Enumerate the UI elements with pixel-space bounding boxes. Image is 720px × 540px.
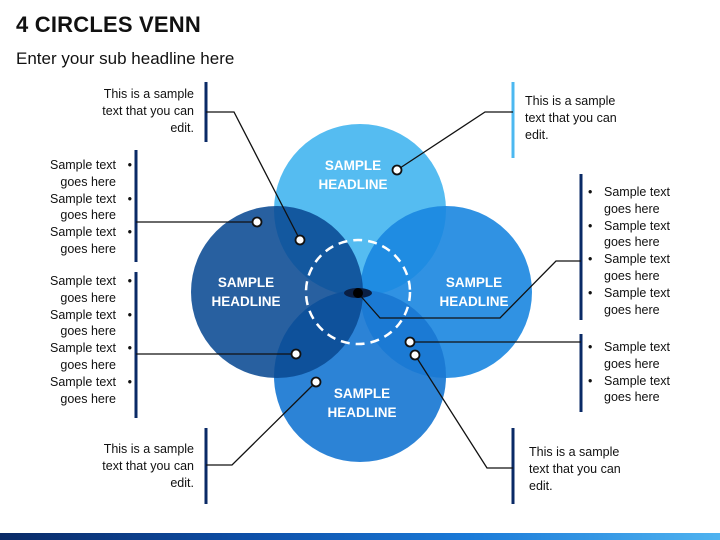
dot-left-upper bbox=[251, 216, 263, 228]
circle-left-headline: SAMPLE HEADLINE bbox=[211, 275, 281, 309]
callout-top-right: This is a sample text that you can edit. bbox=[525, 94, 617, 142]
callout-bottom-right: This is a sample text that you can edit. bbox=[529, 445, 621, 493]
list-item: Sample text goes here bbox=[584, 285, 694, 319]
center-dashed-ring bbox=[304, 238, 412, 346]
callout-bottom-left: This is a sample text that you can edit. bbox=[102, 442, 194, 490]
callout-top-left: This is a sample text that you can edit. bbox=[102, 87, 194, 135]
page-title: 4 CIRCLES VENN bbox=[16, 12, 201, 37]
list-item: Sample text goes here bbox=[584, 339, 694, 373]
circle-top-headline: SAMPLE HEADLINE bbox=[318, 158, 388, 192]
list-item: Sample text goes here bbox=[20, 374, 136, 408]
dot-center bbox=[353, 288, 363, 298]
list-item: Sample text goes here bbox=[584, 251, 694, 285]
circle-left bbox=[191, 206, 363, 378]
dot-right-lower bbox=[404, 336, 416, 348]
list-item: Sample text goes here bbox=[20, 340, 136, 374]
page-subtitle: Enter your sub headline here bbox=[16, 49, 235, 68]
dot-top-left bbox=[294, 234, 306, 246]
bullet-list-right-lower: Sample text goes here Sample text goes h… bbox=[584, 339, 694, 406]
dot-bottom-left bbox=[310, 376, 322, 388]
connector-top-right bbox=[396, 111, 513, 171]
list-item: Sample text goes here bbox=[584, 218, 694, 252]
connector-bottom-left bbox=[206, 381, 317, 466]
list-item: Sample text goes here bbox=[584, 373, 694, 407]
circle-bottom-headline: SAMPLE HEADLINE bbox=[327, 386, 397, 420]
list-item: Sample text goes here bbox=[20, 224, 136, 258]
bullet-list-left-upper: Sample text goes here Sample text goes h… bbox=[20, 157, 136, 258]
dot-left-lower bbox=[290, 348, 302, 360]
dot-top-right bbox=[391, 164, 403, 176]
circle-right-headline: SAMPLE HEADLINE bbox=[439, 275, 509, 309]
list-item: Sample text goes here bbox=[20, 307, 136, 341]
connector-bottom-right bbox=[414, 354, 513, 469]
list-item: Sample text goes here bbox=[20, 191, 136, 225]
bullet-list-right-upper: Sample text goes here Sample text goes h… bbox=[584, 184, 694, 318]
dot-bottom-right bbox=[409, 349, 421, 361]
list-item: Sample text goes here bbox=[20, 273, 136, 307]
list-item: Sample text goes here bbox=[20, 157, 136, 191]
bullet-list-left-lower: Sample text goes here Sample text goes h… bbox=[20, 273, 136, 407]
connector-top-left bbox=[206, 111, 301, 241]
connector-right-upper bbox=[357, 260, 581, 319]
list-item: Sample text goes here bbox=[584, 184, 694, 218]
bottom-accent-bar bbox=[0, 533, 720, 540]
